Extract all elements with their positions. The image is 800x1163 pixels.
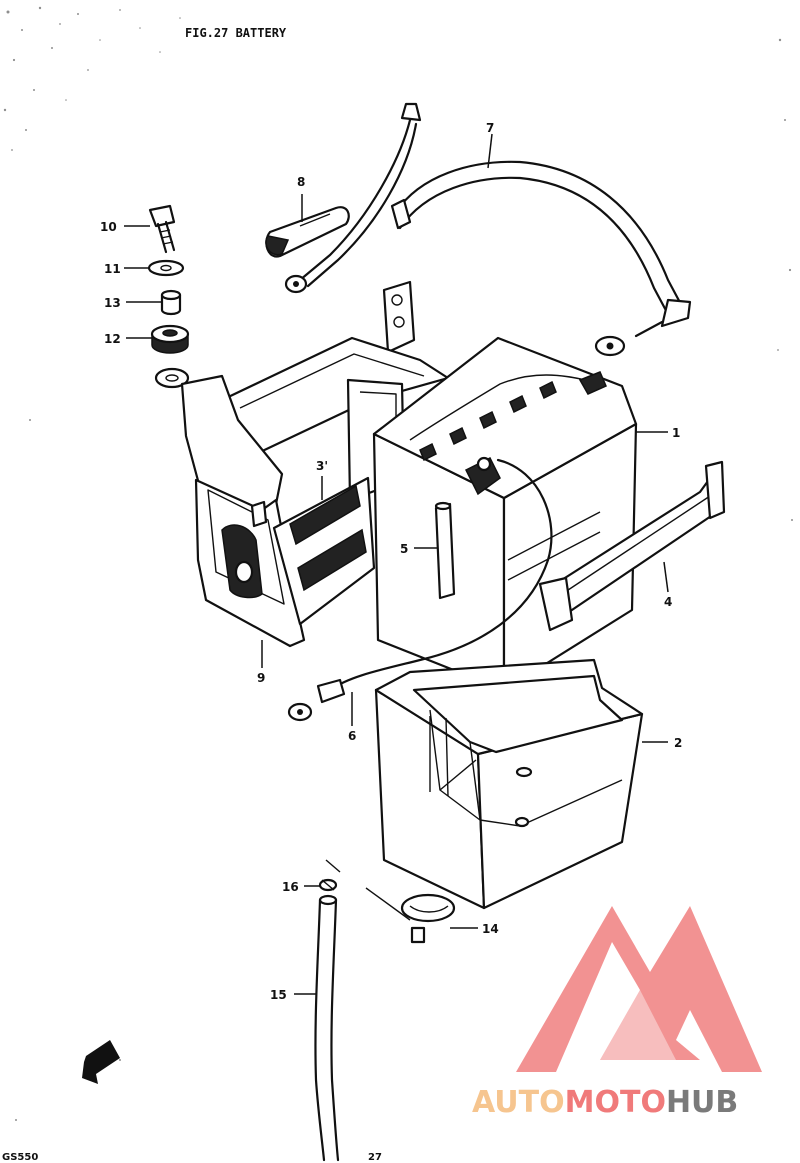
callout-11: 11 — [104, 262, 121, 276]
callout-16: 16 — [282, 880, 299, 894]
callout-3: 3' — [316, 459, 328, 473]
callout-7: 7 — [486, 121, 494, 135]
watermark-hub: HUB — [666, 1085, 738, 1120]
front-direction-arrow-icon — [82, 1040, 120, 1084]
callout-labels: 10 11 13 12 8 7 1 3' 5 4 9 6 2 16 14 15 — [100, 121, 682, 1002]
part-12-grommet — [150, 324, 190, 354]
part-14-drain-fitting — [365, 887, 456, 944]
part-10-bolt — [148, 204, 176, 254]
callout-6: 6 — [348, 729, 356, 743]
part-2-battery-case — [374, 658, 644, 910]
part-7-cable — [284, 102, 692, 357]
watermark-moto: MOTO — [565, 1085, 666, 1120]
callout-14: 14 — [482, 922, 499, 936]
part-11-washer — [147, 259, 185, 277]
callout-1: 1 — [672, 426, 680, 440]
part-15-breather-hose — [314, 894, 340, 1162]
part-1-battery — [372, 336, 638, 692]
scan-noise — [3, 6, 793, 1121]
part-13-spacer — [160, 289, 182, 316]
callout-9: 9 — [257, 671, 265, 685]
callout-13: 13 — [104, 296, 121, 310]
part-9-holder-bracket — [154, 280, 450, 648]
part-4-strap — [538, 460, 726, 632]
watermark-auto: AUTO — [472, 1085, 565, 1120]
callout-4: 4 — [664, 595, 672, 609]
callout-8: 8 — [297, 175, 305, 189]
callout-12: 12 — [104, 332, 121, 346]
leader-lines — [124, 133, 669, 995]
callout-2: 2 — [674, 736, 682, 750]
svg-text:AUTOMOTOHUB: AUTOMOTOHUB — [472, 1085, 738, 1120]
callout-5: 5 — [400, 542, 408, 556]
page-number: 27 — [368, 1152, 382, 1163]
callout-10: 10 — [100, 220, 117, 234]
model-code: GS550 — [2, 1152, 38, 1163]
automotohub-wordmark: AUTOMOTOHUB — [472, 1085, 738, 1120]
part-6-lead-wire — [287, 458, 553, 722]
figure-title: FIG.27 BATTERY — [185, 26, 287, 40]
callout-15: 15 — [270, 988, 287, 1002]
part-8-terminal-cover — [265, 206, 350, 258]
automotohub-logo — [516, 906, 762, 1072]
part-16-clip — [318, 859, 341, 892]
